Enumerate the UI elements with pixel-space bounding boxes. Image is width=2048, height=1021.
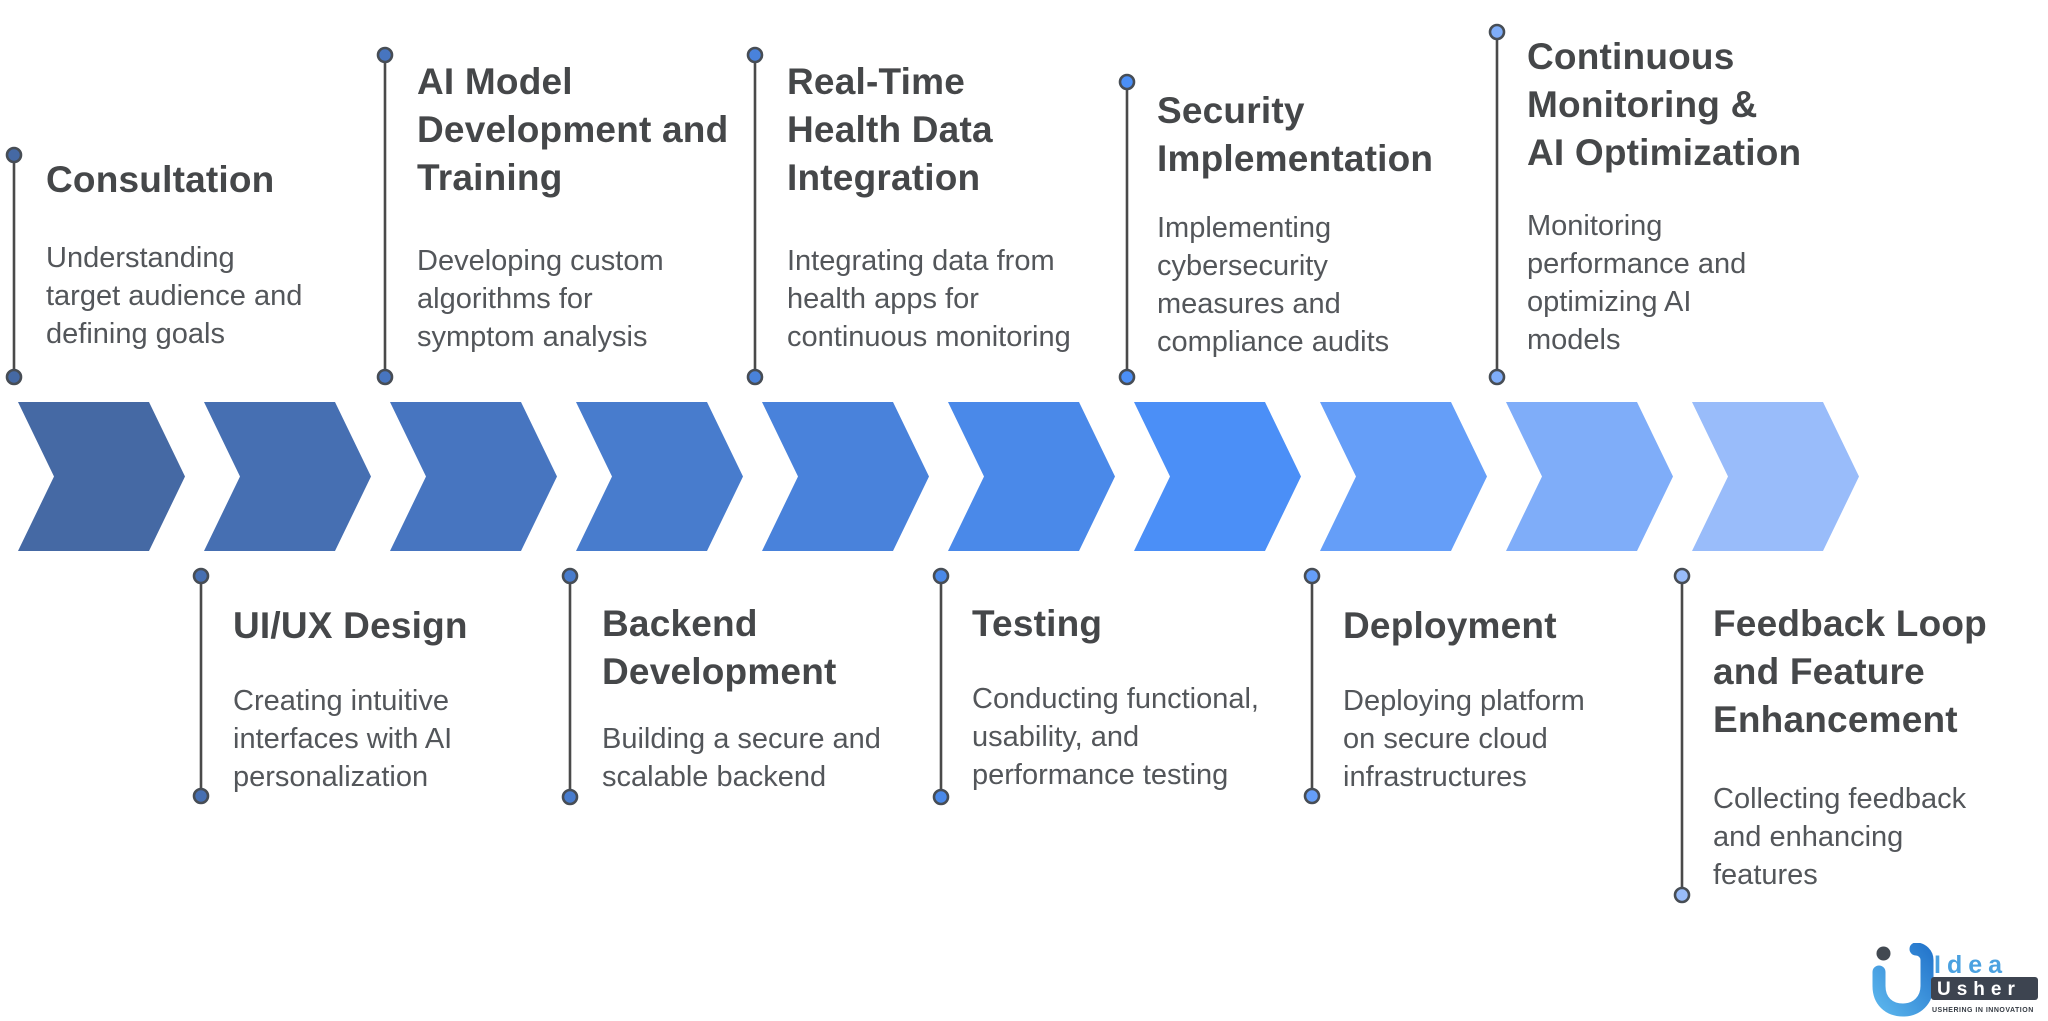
connector-feedback-loop xyxy=(1673,567,1691,904)
connector-dot-top xyxy=(192,567,210,585)
logo-i-dot-icon xyxy=(1876,946,1891,961)
chevron-arrow-7 xyxy=(1134,402,1301,551)
chevron-arrow-4 xyxy=(576,402,743,551)
logo-usher-badge xyxy=(1931,977,2038,1000)
connector-dot-top xyxy=(1118,73,1136,91)
chevron-arrow-10 xyxy=(1692,402,1859,551)
connector-dot-bottom xyxy=(1488,368,1506,386)
connector-dot-top xyxy=(1488,23,1506,41)
chevron-arrow-1 xyxy=(18,402,185,551)
logo-u-mark xyxy=(1872,942,1934,1017)
connector-dot-bottom xyxy=(746,368,764,386)
connector-dot-bottom xyxy=(1303,787,1321,805)
logo-tagline: USHERING IN INNOVATION xyxy=(1932,1007,2034,1014)
connector-dot-top xyxy=(376,46,394,64)
step-title-continuous-monitoring: Continuous Monitoring & AI Optimization xyxy=(1527,36,1802,173)
logo-idea-text: Idea xyxy=(1934,951,2008,979)
step-description-testing: Conducting functional, usability, and pe… xyxy=(972,683,1259,791)
connector-dot-bottom xyxy=(1673,886,1691,904)
chevron-arrow-6 xyxy=(948,402,1115,551)
step-description-consultation: Understanding target audience and defini… xyxy=(46,242,303,350)
connector-backend xyxy=(561,567,579,806)
connector-deployment xyxy=(1303,567,1321,805)
chevron-arrow-5 xyxy=(762,402,929,551)
step-description-security: Implementing cybersecurity measures and … xyxy=(1157,212,1390,358)
chevron-arrow-8 xyxy=(1320,402,1487,551)
connector-dot-bottom xyxy=(376,368,394,386)
step-description-real-time: Integrating data from health apps for co… xyxy=(787,245,1071,353)
connector-dot-top xyxy=(1673,567,1691,585)
step-description-continuous-monitoring: Monitoring performance and optimizing AI… xyxy=(1527,210,1747,356)
chevron-arrow-2 xyxy=(204,402,371,551)
connector-dot-top xyxy=(561,567,579,585)
connector-ai-model xyxy=(376,46,394,386)
step-title-feedback-loop: Feedback Loop and Feature Enhancement xyxy=(1713,603,1987,740)
connector-dot-bottom xyxy=(561,788,579,806)
logo-graphic: Idea Usher USHERING IN INNOVATION xyxy=(1872,942,2038,1017)
connector-dot-bottom xyxy=(192,787,210,805)
connector-dot-top xyxy=(746,46,764,64)
connector-uiux xyxy=(192,567,210,805)
chevron-arrow-9 xyxy=(1506,402,1673,551)
step-description-feedback-loop: Collecting feedback and enhancing featur… xyxy=(1713,783,1967,891)
step-description-uiux: Creating intuitive interfaces with AI pe… xyxy=(233,685,453,793)
logo-usher-text: Usher xyxy=(1937,979,2021,1000)
connector-consultation xyxy=(5,146,23,386)
connector-dot-top xyxy=(5,146,23,164)
step-title-real-time: Real-Time Health Data Integration xyxy=(787,61,993,198)
step-description-deployment: Deploying platform on secure cloud infra… xyxy=(1343,685,1585,793)
step-title-backend: Backend Development xyxy=(602,603,837,692)
connector-dot-bottom xyxy=(5,368,23,386)
step-title-uiux: UI/UX Design xyxy=(233,605,468,646)
step-description-ai-model: Developing custom algorithms for symptom… xyxy=(417,245,664,353)
step-title-testing: Testing xyxy=(972,603,1103,644)
connector-dot-top xyxy=(1303,567,1321,585)
step-title-ai-model: AI Model Development and Training xyxy=(417,61,729,198)
chevron-arrow-3 xyxy=(390,402,557,551)
connector-security xyxy=(1118,73,1136,386)
step-title-deployment: Deployment xyxy=(1343,605,1557,646)
step-title-security: Security Implementation xyxy=(1157,90,1434,179)
logo-idea-usher: Idea Usher USHERING IN INNOVATION xyxy=(1870,942,2048,1021)
step-title-consultation: Consultation xyxy=(46,159,275,200)
connector-dot-top xyxy=(932,567,950,585)
connector-testing xyxy=(932,567,950,806)
connector-dot-bottom xyxy=(932,788,950,806)
connector-dot-bottom xyxy=(1118,368,1136,386)
connector-real-time xyxy=(746,46,764,386)
step-description-backend: Building a secure and scalable backend xyxy=(602,723,881,793)
connector-continuous-monitoring xyxy=(1488,23,1506,386)
